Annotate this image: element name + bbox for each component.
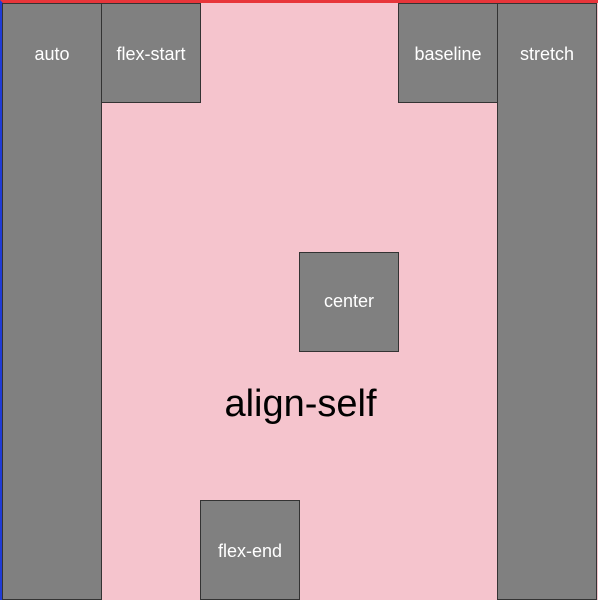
item-stretch: stretch — [497, 3, 597, 600]
item-label: flex-end — [217, 541, 283, 561]
item-label: baseline — [414, 44, 482, 64]
item-flex-end: flex-end — [200, 500, 300, 600]
item-label: flex-start — [116, 44, 186, 64]
item-baseline: baseline — [398, 3, 498, 103]
item-label: auto — [34, 44, 70, 64]
item-label: stretch — [519, 44, 575, 64]
item-center: center — [299, 251, 399, 352]
item-label: center — [323, 290, 375, 311]
item-flex-start: flex-start — [101, 3, 201, 103]
item-auto: auto — [2, 3, 102, 600]
